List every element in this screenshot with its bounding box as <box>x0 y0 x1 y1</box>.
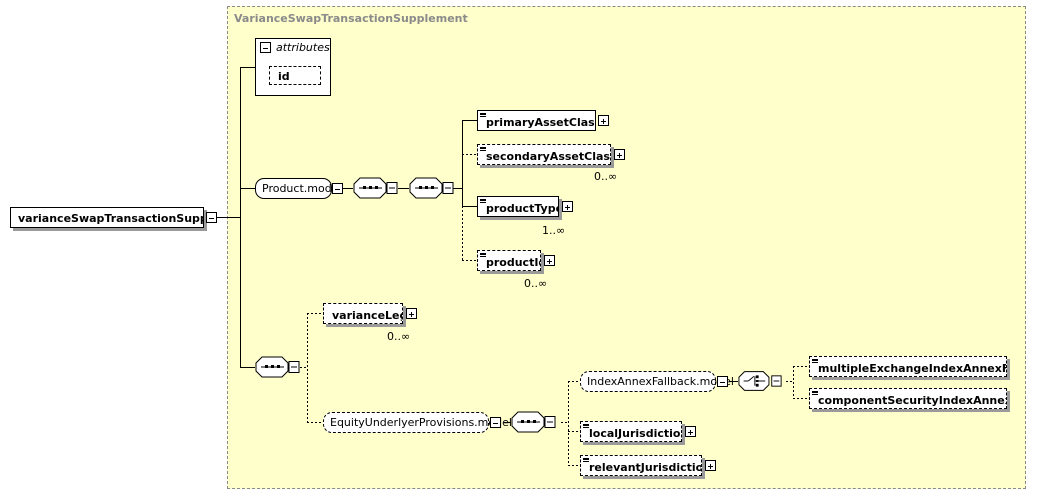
element-label: multipleExchangeIndexAnnexFal... <box>818 362 1006 375</box>
element-mark-icon <box>812 359 818 363</box>
expand-icon[interactable] <box>544 255 555 266</box>
element-relevant-jurisdiction[interactable]: relevantJurisdiction <box>580 455 702 476</box>
root-collapse-icon[interactable] <box>206 212 217 223</box>
element-mark-icon <box>480 113 486 117</box>
element-mark-icon <box>480 199 486 203</box>
cardinality-label: 1..∞ <box>542 224 566 237</box>
element-component-security-index-annex[interactable]: componentSecurityIndexAnnex... <box>809 388 1007 409</box>
element-label: relevantJurisdiction <box>589 461 702 474</box>
equity-underlyer-provisions-model-group[interactable]: EquityUnderlyerProvisions.model <box>323 412 512 433</box>
sequence-compositor-icon <box>409 177 454 199</box>
sequence-compositor-icon <box>255 356 300 378</box>
element-label: varianceLeg <box>332 309 403 322</box>
expand-icon[interactable] <box>562 201 573 212</box>
element-label: primaryAssetClass <box>486 116 596 129</box>
element-mark-icon <box>583 458 589 462</box>
cardinality-label: 0..∞ <box>387 330 411 343</box>
element-product-id[interactable]: productId <box>477 250 541 271</box>
expand-icon[interactable] <box>705 460 716 471</box>
sequence-compositor-icon <box>511 411 556 433</box>
attribute-id[interactable]: id <box>269 66 321 85</box>
index-annex-fallback-model-group[interactable]: IndexAnnexFallback.model <box>580 371 734 392</box>
cardinality-label: 0..∞ <box>524 277 548 290</box>
equity-underlyer-provisions-collapse-icon[interactable] <box>490 417 501 428</box>
expand-icon[interactable] <box>614 149 625 160</box>
element-multiple-exchange-index-annex-fallback[interactable]: multipleExchangeIndexAnnexFal... <box>809 356 1007 377</box>
attributes-collapse-icon[interactable] <box>260 42 271 53</box>
cardinality-label: 0..∞ <box>594 170 618 183</box>
index-annex-fallback-collapse-icon[interactable] <box>717 376 728 387</box>
element-mark-icon <box>812 391 818 395</box>
element-label: componentSecurityIndexAnnex... <box>818 394 1007 407</box>
element-label: productType <box>486 202 559 215</box>
choice-compositor-icon <box>738 371 782 391</box>
product-model-collapse-icon[interactable] <box>332 183 343 194</box>
element-mark-icon <box>480 253 486 257</box>
expand-icon[interactable] <box>685 426 696 437</box>
element-variance-leg[interactable]: varianceLeg <box>323 303 403 324</box>
element-secondary-asset-class[interactable]: secondaryAssetClass <box>477 144 611 165</box>
expand-icon[interactable] <box>598 115 609 126</box>
sequence-compositor-icon <box>353 177 398 199</box>
complex-type-title: VarianceSwapTransactionSupplement <box>234 12 468 25</box>
element-primary-asset-class[interactable]: primaryAssetClass <box>477 110 596 131</box>
element-mark-icon <box>583 424 589 428</box>
element-product-type[interactable]: productType <box>477 196 559 217</box>
element-label: localJurisdiction <box>589 427 682 440</box>
element-label: productId <box>486 256 541 269</box>
element-local-jurisdiction[interactable]: localJurisdiction <box>580 421 682 442</box>
expand-icon[interactable] <box>406 308 417 319</box>
product-model-group[interactable]: Product.model <box>255 178 342 199</box>
attributes-title: attributes <box>276 41 330 54</box>
element-mark-icon <box>480 147 486 151</box>
element-label: secondaryAssetClass <box>486 150 611 163</box>
root-element[interactable]: varianceSwapTransactionSuppl... <box>10 207 204 228</box>
